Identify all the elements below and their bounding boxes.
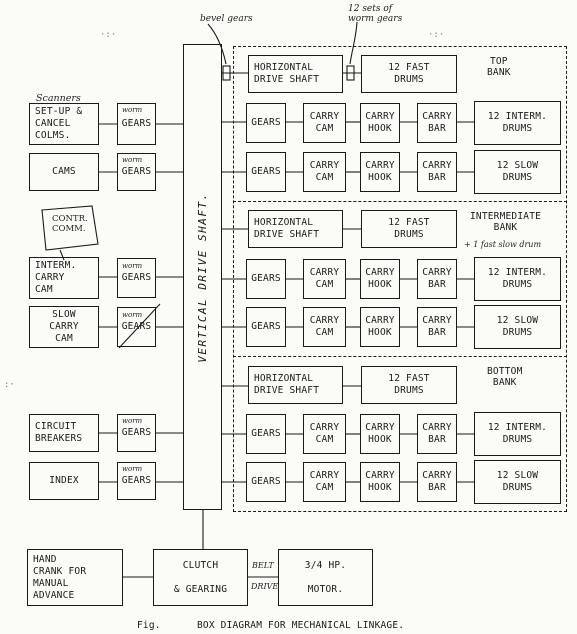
intermediate-interm-gears: GEARS [246,259,286,299]
intermediate-slow-carry-hook: CARRY HOOK [360,307,400,347]
slow-carry-cam-box: SLOW CARRY CAM [29,306,99,348]
left-gears-6: GEARS [117,462,156,500]
bottom-fast-drums: 12 FAST DRUMS [361,366,457,404]
intermediate-interm-carry-hook: CARRY HOOK [360,259,400,299]
top-interm-carry-hook: CARRY HOOK [360,103,400,143]
worm-gears-note: 12 sets of worm gears [348,4,403,24]
scanners-note: Scanners [36,93,81,104]
intermediate-slow-drums: 12 SLOW DRUMS [474,305,561,349]
intermediate-slow-carry-bar: CARRY BAR [417,307,457,347]
worm-tag-2: worm [122,156,143,164]
clutch-gearing-box: CLUTCH & GEARING [153,549,248,606]
bottom-slow-drums: 12 SLOW DRUMS [474,460,561,504]
bottom-slow-carry-cam: CARRY CAM [303,462,346,502]
top-slow-carry-cam: CARRY CAM [303,152,346,192]
bottom-bank-label: BOTTOM BANK [487,366,523,388]
intermediate-slow-carry-cam: CARRY CAM [303,307,346,347]
worm-tag-3: worm [122,262,143,270]
top-slow-drums: 12 SLOW DRUMS [474,150,561,194]
top-slow-gears: GEARS [246,152,286,192]
intermediate-interm-carry-bar: CARRY BAR [417,259,457,299]
drive-label: DRIVE [251,582,279,591]
intermediate-bank-label: INTERMEDIATE BANK [470,211,542,233]
top-bank-label: TOP BANK [487,56,511,78]
top-fast-drums: 12 FAST DRUMS [361,55,457,93]
intermediate-interm-carry-cam: CARRY CAM [303,259,346,299]
banks-enclosure [233,46,567,512]
figure-title: BOX DIAGRAM FOR MECHANICAL LINKAGE. [197,620,405,631]
left-gears-3: GEARS [117,258,156,298]
top-bank-divider [233,201,567,202]
page-mark-3: :· [4,380,15,390]
intermediate-horizontal-drive-shaft: HORIZONTAL DRIVE SHAFT [248,210,343,248]
bottom-interm-drums: 12 INTERM. DRUMS [474,412,561,456]
top-horizontal-drive-shaft: HORIZONTAL DRIVE SHAFT [248,55,343,93]
hand-crank-box: HAND CRANK FOR MANUAL ADVANCE [27,549,123,606]
page-mark-2: ·:· [428,30,445,40]
page-mark-1: ·:· [100,30,117,40]
intermediate-extra-note: + 1 fast slow drum [464,240,542,249]
top-interm-carry-bar: CARRY BAR [417,103,457,143]
top-slow-carry-hook: CARRY HOOK [360,152,400,192]
belt-label: BELT [252,561,274,570]
figure-label: Fig. [137,620,161,631]
bevel-gears-note: bevel gears [200,14,253,24]
bottom-bank-divider [233,356,567,357]
top-slow-carry-bar: CARRY BAR [417,152,457,192]
top-interm-carry-cam: CARRY CAM [303,103,346,143]
bottom-interm-carry-bar: CARRY BAR [417,414,457,454]
bottom-slow-carry-bar: CARRY BAR [417,462,457,502]
left-gears-5: GEARS [117,414,156,452]
bottom-interm-carry-cam: CARRY CAM [303,414,346,454]
bottom-horizontal-drive-shaft: HORIZONTAL DRIVE SHAFT [248,366,343,404]
interm-carry-cam-box: INTERM. CARRY CAM [29,257,99,299]
setup-cancel-colms-box: SET-UP & CANCEL COLMS. [29,103,99,145]
top-interm-gears: GEARS [246,103,286,143]
intermediate-slow-gears: GEARS [246,307,286,347]
bottom-slow-gears: GEARS [246,462,286,502]
vertical-drive-shaft [183,44,222,510]
circuit-breakers-box: CIRCUIT BREAKERS [29,414,99,452]
motor-box: 3/4 HP. MOTOR. [278,549,373,606]
left-gears-1: GEARS [117,103,156,145]
bottom-interm-carry-hook: CARRY HOOK [360,414,400,454]
top-interm-drums: 12 INTERM. DRUMS [474,101,561,145]
vertical-drive-shaft-label: VERTICAL DRIVE SHAFT. [196,191,210,363]
worm-tag-4: worm [122,311,143,319]
left-gears-4: GEARS [117,307,156,347]
worm-tag-5: worm [122,417,143,425]
left-gears-2: GEARS [117,153,156,191]
index-box: INDEX [29,462,99,500]
worm-tag-6: worm [122,465,143,473]
bottom-slow-carry-hook: CARRY HOOK [360,462,400,502]
intermediate-fast-drums: 12 FAST DRUMS [361,210,457,248]
bottom-interm-gears: GEARS [246,414,286,454]
contr-comm-note: CONTR. COMM. [52,214,88,234]
intermediate-interm-drums: 12 INTERM. DRUMS [474,257,561,301]
worm-tag-1: worm [122,106,143,114]
cams-box: CAMS [29,153,99,191]
